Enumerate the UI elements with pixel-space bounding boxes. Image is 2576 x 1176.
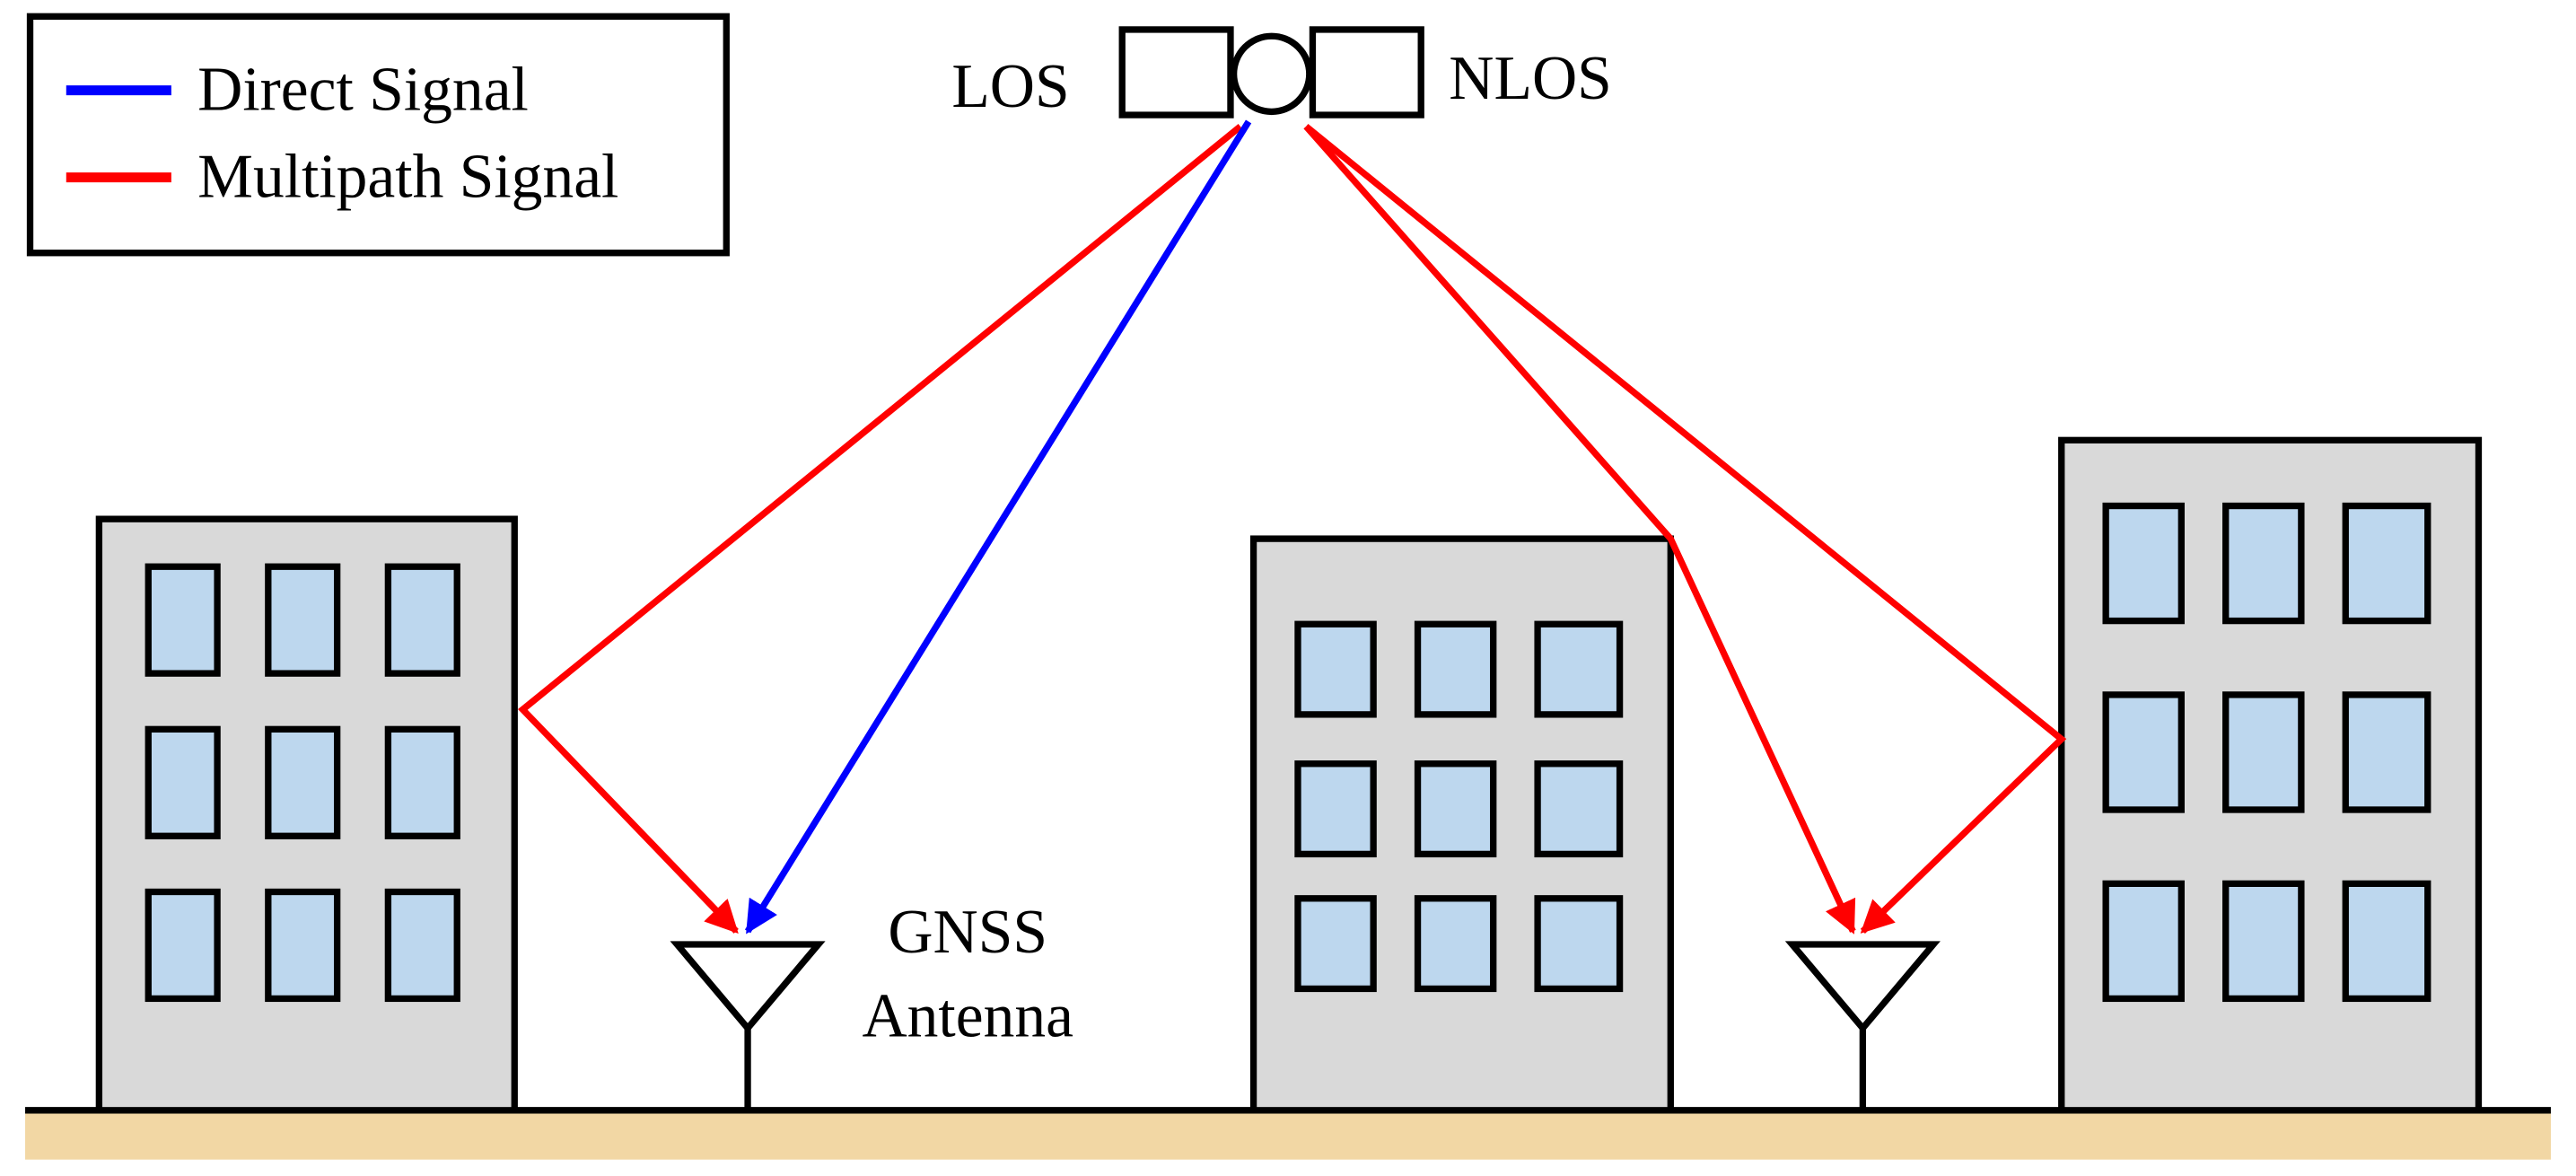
legend-label-multipath: Multipath Signal (197, 143, 618, 212)
window (1534, 760, 1624, 858)
window (1294, 895, 1377, 993)
direct-signal (744, 119, 1252, 935)
window (2222, 502, 2305, 625)
window (2342, 880, 2431, 1003)
multipath-signal-right (1303, 124, 2067, 935)
window (145, 888, 221, 1003)
building-middle (1249, 535, 1674, 1114)
antenna-icon (670, 941, 826, 1110)
window (1534, 620, 1624, 718)
window (145, 725, 221, 839)
window (1294, 760, 1377, 858)
los-label: LOS (951, 52, 1069, 121)
window (1414, 895, 1497, 993)
multipath-signal-middle (1303, 124, 1856, 935)
window (384, 725, 460, 839)
window (1294, 620, 1377, 718)
nlos-label: NLOS (1449, 44, 1612, 113)
antenna-label-line1: GNSS (888, 898, 1047, 967)
antenna-label-line2: Antenna (862, 981, 1073, 1050)
window (2342, 691, 2431, 813)
window (265, 563, 341, 677)
legend: Direct Signal Multipath Signal (26, 13, 730, 257)
window (2222, 691, 2305, 813)
antenna-icon (1784, 941, 1941, 1110)
window (2342, 502, 2431, 625)
window (384, 888, 460, 1003)
window (1414, 620, 1497, 718)
window (1534, 895, 1624, 993)
window (265, 888, 341, 1003)
window (384, 563, 460, 677)
legend-label-direct: Direct Signal (197, 56, 529, 125)
window (2102, 502, 2185, 625)
building-right (2058, 436, 2483, 1114)
window (265, 725, 341, 839)
window (145, 563, 221, 677)
window (2102, 691, 2185, 813)
multipath-signal-left (518, 124, 1243, 935)
ground (25, 1110, 2551, 1160)
window (2222, 880, 2305, 1003)
window (1414, 760, 1497, 858)
window (2102, 880, 2185, 1003)
building-left (95, 515, 518, 1114)
satellite-icon (1118, 26, 1424, 118)
